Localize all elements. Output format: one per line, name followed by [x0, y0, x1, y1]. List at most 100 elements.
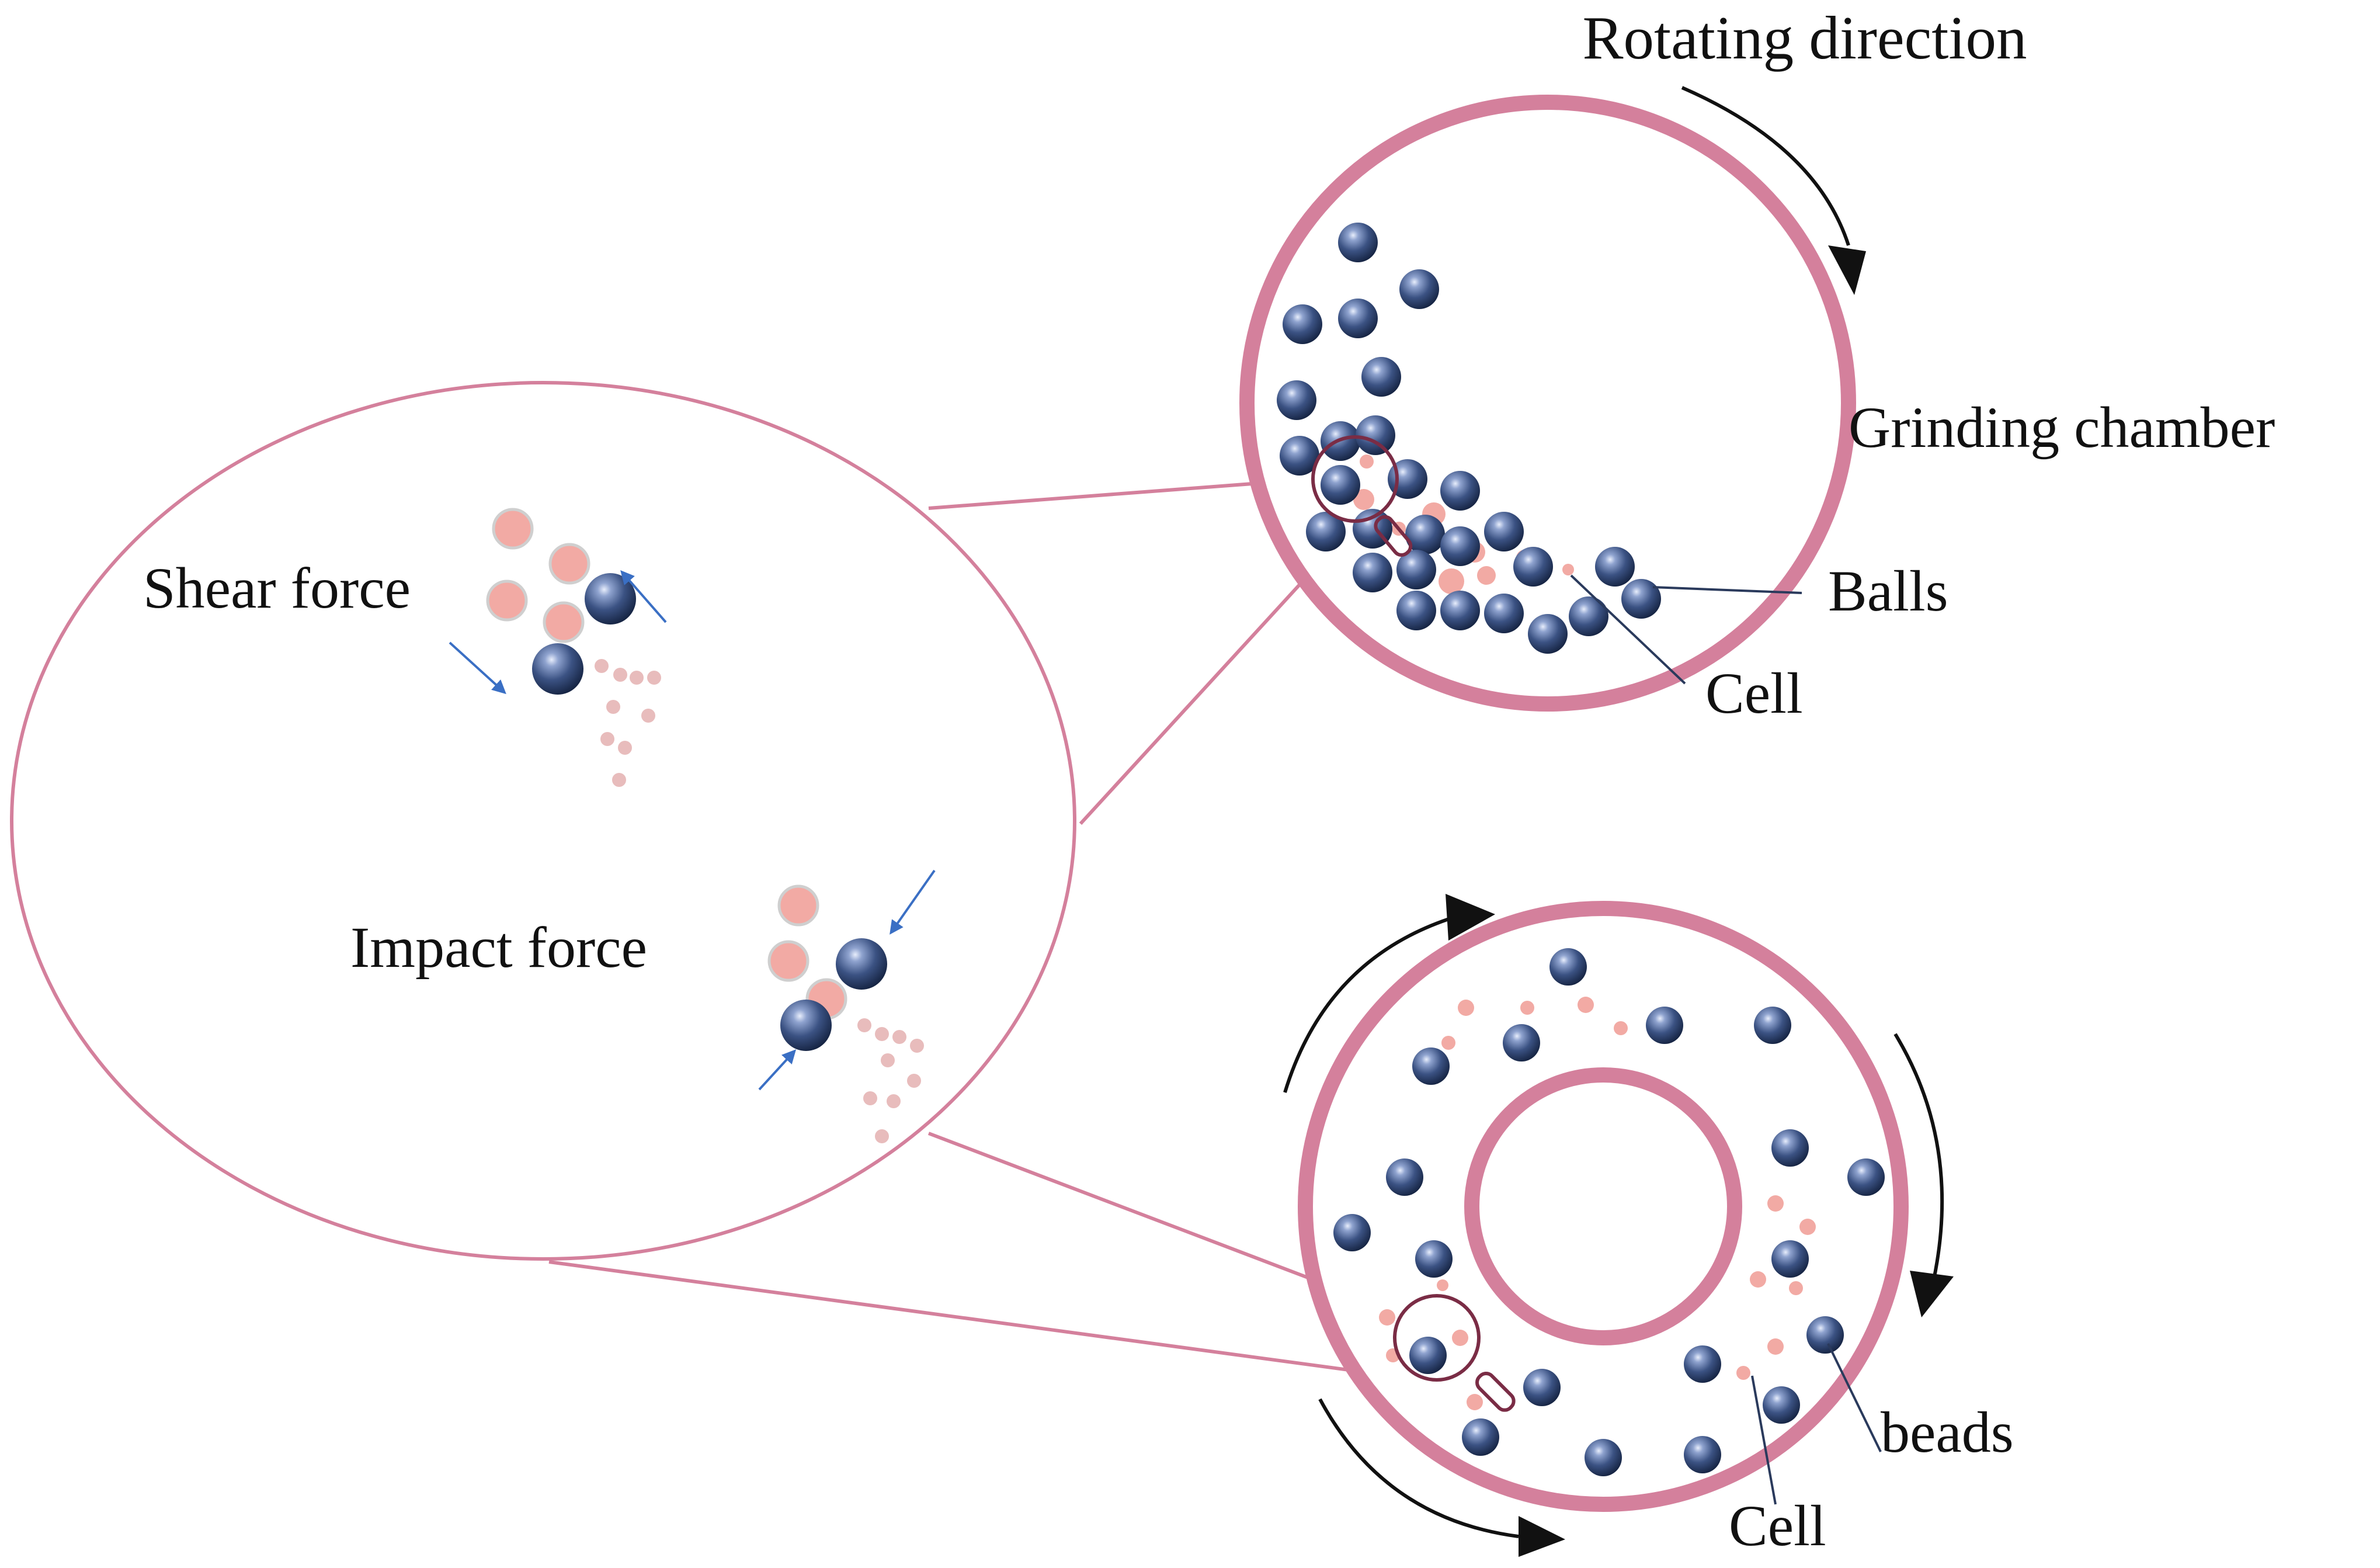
cell	[1750, 1271, 1766, 1288]
cell	[543, 601, 585, 643]
cell-fragments	[857, 1018, 924, 1143]
shear-force-label: Shear force	[143, 556, 411, 620]
ball	[1513, 547, 1553, 587]
bead	[1754, 1007, 1791, 1044]
magnified-view-ellipse	[10, 381, 1076, 1261]
ball	[1396, 550, 1436, 589]
magnifier-icon-bottom	[1393, 1294, 1516, 1412]
rotation-arrows-bottom	[1283, 894, 1954, 1557]
rotation-arrowhead-upper-left	[1446, 894, 1495, 941]
cell	[1379, 1309, 1395, 1326]
ball	[1277, 380, 1316, 420]
ball	[1306, 512, 1346, 551]
bottom-beads	[1333, 948, 1885, 1476]
bead	[1412, 1047, 1450, 1085]
bead	[1771, 1129, 1809, 1167]
ball	[1595, 547, 1635, 587]
rotation-arrowhead-bottom-left	[1519, 1516, 1565, 1557]
cell	[1767, 1338, 1784, 1355]
ball	[585, 573, 636, 625]
rotation-arc-upper-left	[1283, 915, 1455, 1093]
zoom-line-top-a	[928, 477, 1315, 510]
cell	[777, 884, 819, 927]
zoom-line-top-b	[1079, 542, 1339, 825]
cell	[1467, 1394, 1483, 1410]
bead	[1585, 1439, 1622, 1476]
bead	[1684, 1345, 1721, 1383]
bead	[1523, 1369, 1561, 1406]
shear-force-arrow-right	[620, 570, 667, 623]
ball	[1569, 596, 1608, 636]
bead	[1386, 1158, 1423, 1196]
cell	[1799, 1219, 1816, 1235]
cell	[1360, 455, 1374, 469]
ball	[780, 1000, 832, 1051]
impact-force-cluster	[758, 869, 936, 1143]
ball	[1399, 269, 1439, 309]
ball	[1440, 471, 1480, 511]
ball	[1405, 515, 1445, 554]
top-leader-lines	[1570, 574, 1802, 685]
bead	[1409, 1337, 1447, 1374]
ball	[1484, 512, 1524, 551]
rotation-arrow-top	[1681, 86, 1850, 246]
balls-label: Balls	[1828, 558, 1948, 623]
bead	[1415, 1240, 1453, 1278]
balls-leader-line	[1652, 586, 1802, 594]
magnifier-icon-top	[1311, 435, 1413, 557]
bead	[1646, 1007, 1683, 1044]
ball	[1396, 591, 1436, 630]
ball	[1356, 415, 1395, 455]
impact-force-arrow-top	[890, 869, 936, 935]
grinding-chamber-top	[1239, 95, 1856, 712]
cell	[1477, 566, 1496, 585]
bead	[1503, 1024, 1540, 1061]
ball	[1621, 579, 1661, 619]
ball	[1484, 594, 1524, 633]
cell	[1353, 489, 1374, 510]
grinding-chamber-label: Grinding chamber	[1849, 395, 2275, 460]
ball	[1361, 357, 1401, 397]
cell-leader-line-bottom	[1751, 1375, 1777, 1505]
zoom-connector-lines	[548, 477, 1414, 1380]
ball	[1321, 465, 1360, 505]
ball	[1440, 591, 1480, 630]
bead	[1847, 1158, 1885, 1196]
cell	[1767, 1195, 1784, 1212]
cell	[1614, 1021, 1628, 1035]
ball	[1338, 223, 1378, 262]
ball	[1353, 553, 1392, 592]
cell	[1736, 1366, 1750, 1380]
bead	[1684, 1436, 1721, 1473]
cell	[1562, 564, 1574, 575]
cell	[1520, 1001, 1534, 1015]
cell	[1578, 997, 1594, 1013]
bottom-leader-lines	[1751, 1343, 1882, 1505]
zoom-line-bottom-a	[927, 1132, 1344, 1293]
bead	[1549, 948, 1587, 986]
shear-force-cluster	[449, 508, 667, 787]
ball	[1440, 526, 1480, 566]
rotating-direction-label: Rotating direction	[1582, 4, 2027, 72]
bead	[1462, 1418, 1499, 1456]
ball	[1338, 299, 1378, 338]
bead	[1806, 1316, 1844, 1354]
rotation-arrowhead-right	[1910, 1271, 1954, 1317]
rotation-arrowhead-top	[1828, 245, 1866, 295]
cell	[1789, 1281, 1803, 1295]
bead	[1771, 1240, 1809, 1278]
bottom-cells	[1379, 997, 1816, 1410]
rotation-arc-right	[1893, 1033, 1944, 1283]
beads-leader-line	[1827, 1343, 1882, 1452]
impact-force-arrow-bottom	[758, 1049, 797, 1091]
cell-label-bottom: Cell	[1729, 1493, 1826, 1558]
cell	[1437, 1279, 1448, 1291]
ball	[1280, 436, 1319, 476]
cell	[486, 580, 528, 622]
cell	[548, 543, 590, 585]
bead	[1763, 1386, 1800, 1424]
cell	[767, 940, 809, 982]
impact-force-label: Impact force	[350, 915, 647, 980]
cell	[492, 508, 534, 550]
